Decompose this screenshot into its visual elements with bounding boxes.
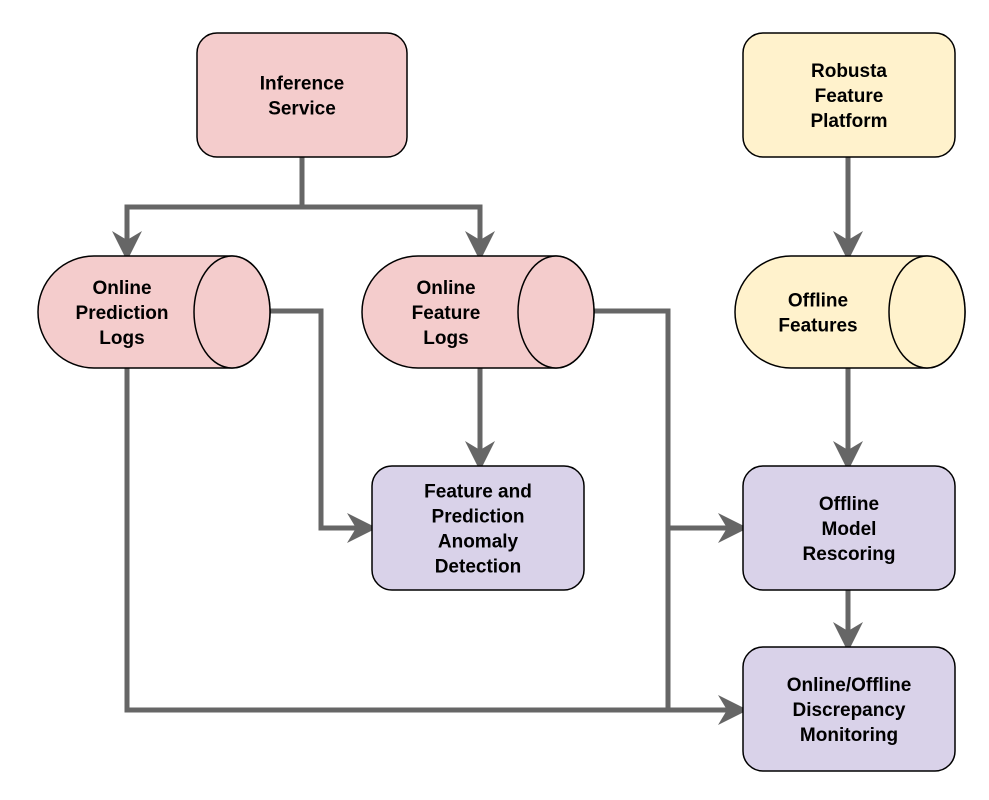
cylinder-cap	[517, 255, 595, 369]
node-box	[742, 646, 956, 772]
nodes-layer: InferenceServiceRobustaFeaturePlatformOn…	[37, 32, 966, 772]
cylinder-cap	[193, 255, 271, 369]
node-label-line: Logs	[99, 328, 144, 349]
node-label-line: Detection	[435, 557, 522, 578]
node-label-line: Robusta	[811, 61, 887, 82]
node-box	[742, 32, 956, 158]
node-label-line: Logs	[423, 328, 468, 349]
connector-online-feature-logs-to-offline-model-rescoring	[594, 308, 748, 543]
node-label-line: Service	[268, 99, 336, 120]
node-label-line: Inference	[260, 74, 344, 95]
connectors-layer	[112, 157, 863, 725]
node-label-line: Rescoring	[803, 544, 896, 565]
cylinder-cap	[888, 255, 966, 369]
node-label-line: Feature	[412, 303, 481, 324]
node-label-line: Online/Offline	[787, 675, 912, 696]
node-label-line: Model	[822, 519, 877, 540]
node-box	[371, 465, 585, 591]
node-label-line: Online	[416, 278, 475, 299]
node-label-line: Platform	[810, 111, 887, 132]
node-box	[196, 32, 408, 158]
node-label-line: Features	[778, 316, 857, 337]
node-label-line: Feature and	[424, 482, 532, 503]
node-label-line: Anomaly	[438, 532, 519, 553]
connector-online-prediction-logs-to-anomaly-detection	[270, 308, 377, 543]
node-label-line: Offline	[788, 291, 848, 312]
node-label-line: Discrepancy	[792, 700, 905, 721]
node-label-line: Offline	[819, 494, 879, 515]
node-label-line: Prediction	[76, 303, 169, 324]
connector-inference-service-to-online-feature-logs	[302, 204, 495, 261]
connector-online-prediction-logs-to-discrepancy-monitoring	[124, 368, 748, 725]
node-label-line: Online	[92, 278, 151, 299]
node-label-line: Prediction	[432, 507, 525, 528]
node-label-line: Monitoring	[800, 725, 898, 746]
connector-inference-service-to-online-prediction-logs	[112, 157, 305, 261]
node-box	[742, 465, 956, 591]
node-label-line: Feature	[815, 86, 884, 107]
